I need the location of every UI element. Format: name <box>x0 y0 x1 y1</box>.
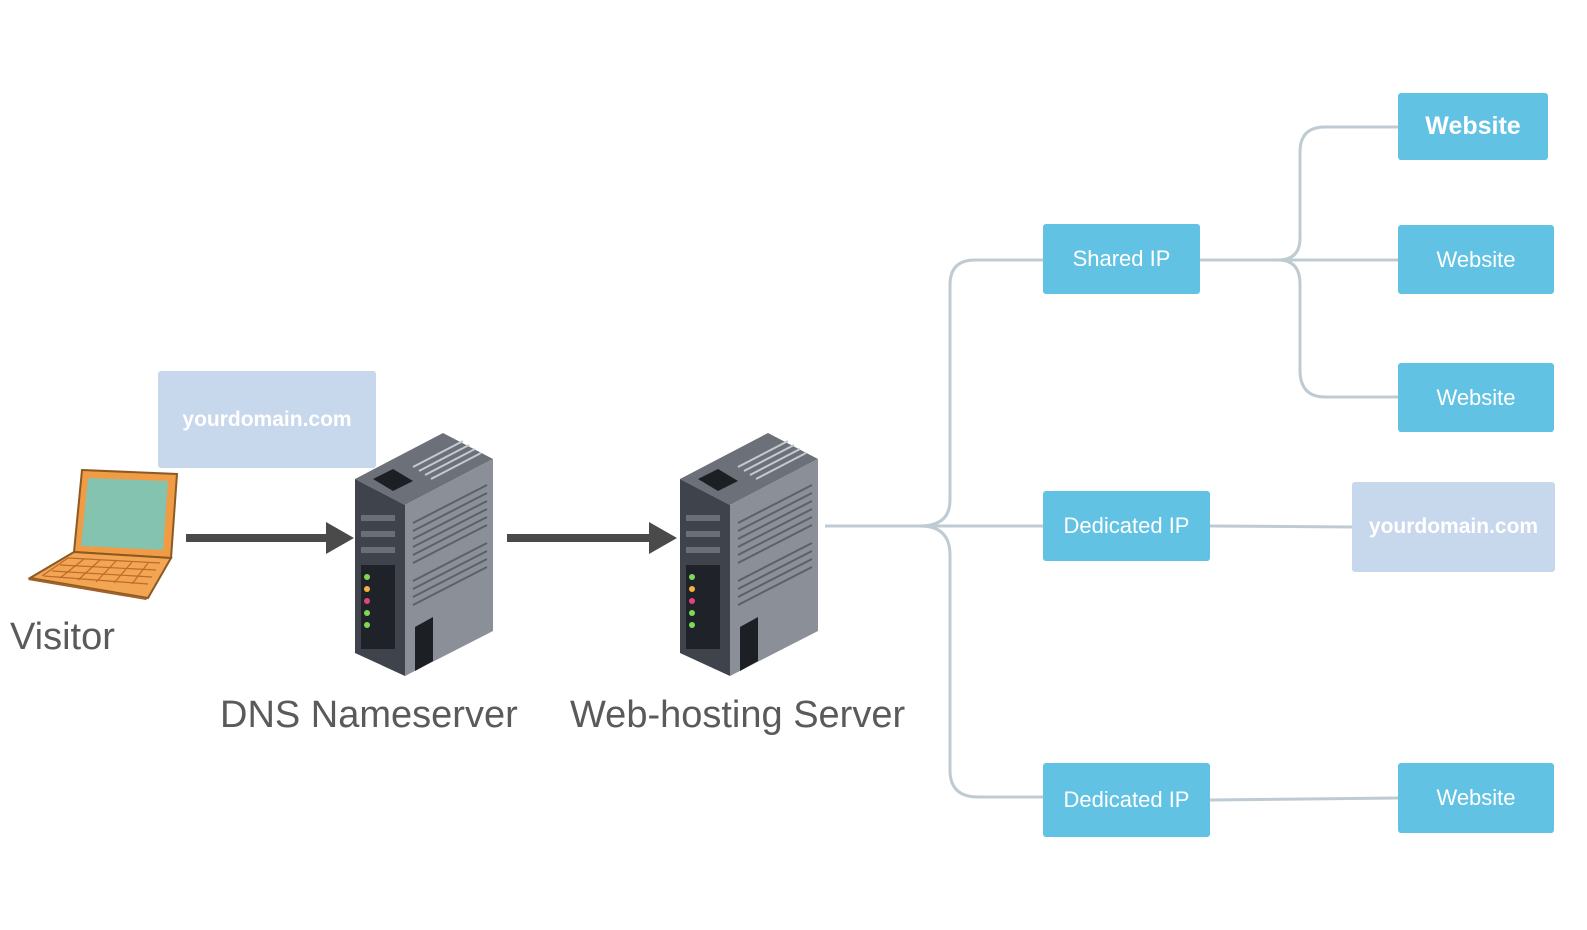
laptop-icon <box>28 468 179 600</box>
dns-to-web-arrowhead <box>649 522 677 554</box>
shared-ip-node: Shared IP <box>1043 224 1200 294</box>
dns-server-icon <box>355 433 493 676</box>
website-node-1: Website <box>1398 93 1548 160</box>
website-node-2: Website <box>1398 225 1554 294</box>
shared-to-website-3 <box>1277 258 1398 399</box>
web-hosting-server-label: Web-hosting Server <box>570 694 906 736</box>
dedicated-to-website <box>1209 796 1399 802</box>
shared-to-website-1 <box>1200 125 1398 262</box>
web-server-icon <box>680 433 818 676</box>
visitor-label: Visitor <box>10 616 115 658</box>
flow-arrows <box>186 522 677 554</box>
trunk-to-dedicated-2 <box>919 524 1043 799</box>
visitor-domain-bubble: yourdomain.com <box>158 371 376 468</box>
visitor-to-dns-arrowhead <box>326 522 354 554</box>
dns-nameserver-label: DNS Nameserver <box>220 694 518 736</box>
website-node-3: Website <box>1398 363 1554 432</box>
dedicated-domain-node: yourdomain.com <box>1352 482 1555 572</box>
dedicated-to-domain <box>1209 524 1353 529</box>
server-trunk-line <box>825 258 1043 528</box>
dedicated-ip-node-2: Dedicated IP <box>1043 763 1210 837</box>
website-node-4: Website <box>1398 763 1554 833</box>
dedicated-ip-node-1: Dedicated IP <box>1043 491 1210 561</box>
